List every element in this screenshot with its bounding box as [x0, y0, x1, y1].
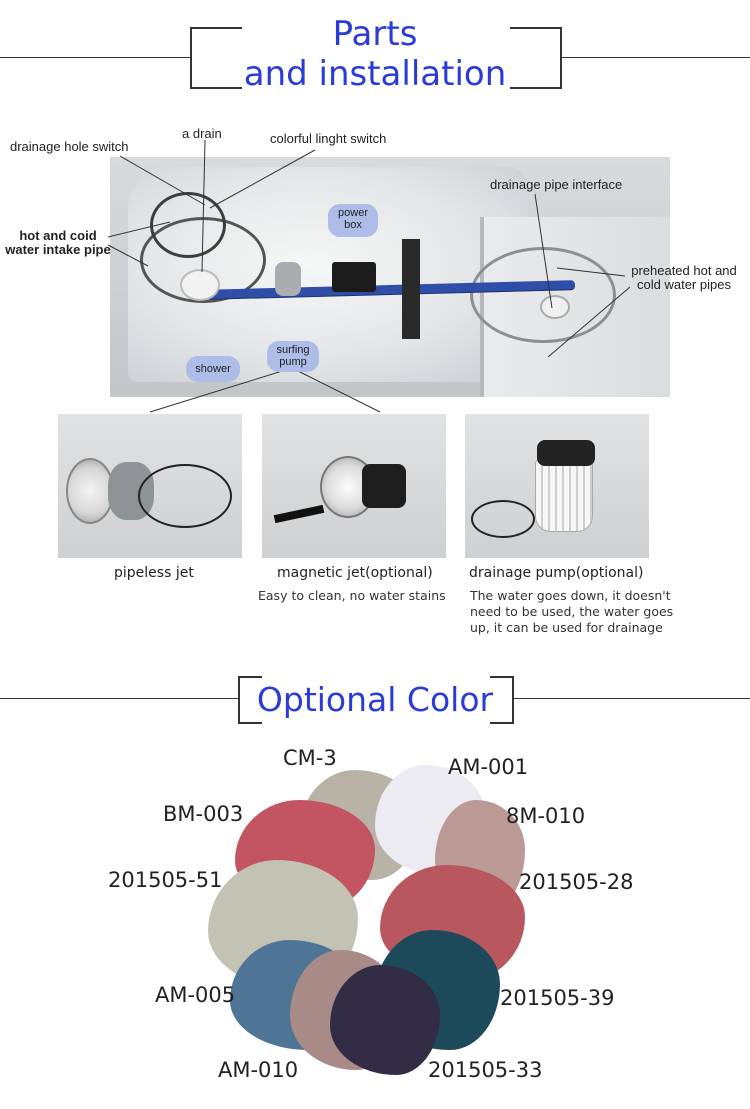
page-title-line1: Parts [332, 14, 418, 54]
pill-surfing-pump-line1: surfing [276, 344, 310, 356]
color-code-am-001: AM-001 [448, 755, 529, 779]
header-rule-right [560, 57, 750, 58]
swatch-201505-33 [330, 965, 440, 1075]
label-hot-cold-intake-line2: water intake pipe [5, 242, 111, 257]
note-drainage-pump-line3: up, it can be used for drainage [470, 620, 663, 635]
color-code-201505-51: 201505-51 [108, 868, 223, 892]
note-drainage-pump-line1: The water goes down, it doesn't [470, 588, 671, 603]
note-drainage-pump-line2: need to be used, the water goes [470, 604, 674, 619]
color-code-8m-010: 8M-010 [506, 804, 586, 828]
drainage-pump-cable-icon [471, 500, 535, 538]
product-photo-drainage-pump [465, 414, 649, 558]
header-bracket-right [510, 27, 562, 89]
color-rule-left [0, 698, 238, 699]
magnetic-jet-plate-icon [273, 504, 325, 524]
pill-power-box-line1: power [338, 207, 368, 219]
color-code-201505-28: 201505-28 [519, 870, 634, 894]
label-preheated-line2: cold water pipes [637, 277, 731, 292]
color-code-201505-39: 201505-39 [500, 986, 615, 1010]
pump-photo [275, 262, 301, 296]
installation-photo [110, 157, 670, 397]
caption-magnetic-jet: magnetic jet(optional) [277, 565, 433, 581]
color-code-am-010: AM-010 [218, 1058, 299, 1082]
color-section-title: Optional Color [256, 680, 494, 719]
drainage-pump-top-icon [537, 440, 595, 466]
caption-pipeless-jet: pipeless jet [114, 565, 194, 581]
power-box-photo [332, 262, 376, 292]
pill-shower-text: shower [195, 363, 231, 375]
color-rule-right [512, 698, 750, 699]
drain-panel-photo [402, 239, 420, 339]
pill-power-box: power box [328, 204, 378, 237]
magnetic-jet-motor-icon [362, 464, 406, 508]
label-preheated-pipes: preheated hot and cold water pipes [618, 264, 750, 292]
product-photo-pipeless-jet [58, 414, 242, 558]
color-code-201505-33: 201505-33 [428, 1058, 543, 1082]
color-code-am-005: AM-005 [155, 983, 236, 1007]
label-hot-cold-intake: hot and coid water intake pipe [2, 229, 114, 257]
color-bracket-right [490, 676, 514, 724]
label-colorful-light-switch: colorful linght switch [270, 131, 387, 146]
drain-fitting-photo [180, 269, 220, 301]
drainage-pump-body-icon [535, 458, 593, 532]
color-code-bm-003: BM-003 [163, 802, 244, 826]
pill-shower: shower [186, 356, 240, 382]
jet-cable-icon [138, 464, 232, 528]
label-hot-cold-intake-line1: hot and coid [19, 228, 97, 243]
jet-face-icon [66, 458, 114, 524]
product-photo-magnetic-jet [262, 414, 446, 558]
label-a-drain: a drain [182, 126, 222, 141]
label-drainage-pipe-interface: drainage pipe interface [490, 177, 623, 192]
leader-lines [107, 139, 631, 413]
caption-drainage-pump: drainage pump(optional) [469, 565, 644, 581]
pill-power-box-line2: box [344, 219, 362, 231]
label-preheated-line1: preheated hot and [631, 263, 737, 278]
pill-surfing-pump-line2: pump [279, 356, 307, 368]
hose-top [150, 192, 226, 258]
color-bracket-left [238, 676, 262, 724]
swatch-cluster [200, 760, 530, 1080]
page-title-line2: and installation [243, 54, 507, 94]
pill-surfing-pump: surfing pump [267, 341, 319, 372]
header-rule-left [0, 57, 190, 58]
header-bracket-left [190, 27, 242, 89]
note-magnetic-jet: Easy to clean, no water stains [258, 588, 446, 603]
color-code-cm-3: CM-3 [283, 746, 337, 770]
right-fitting-photo [540, 295, 570, 319]
label-drainage-hole-switch: drainage hole switch [10, 139, 129, 154]
